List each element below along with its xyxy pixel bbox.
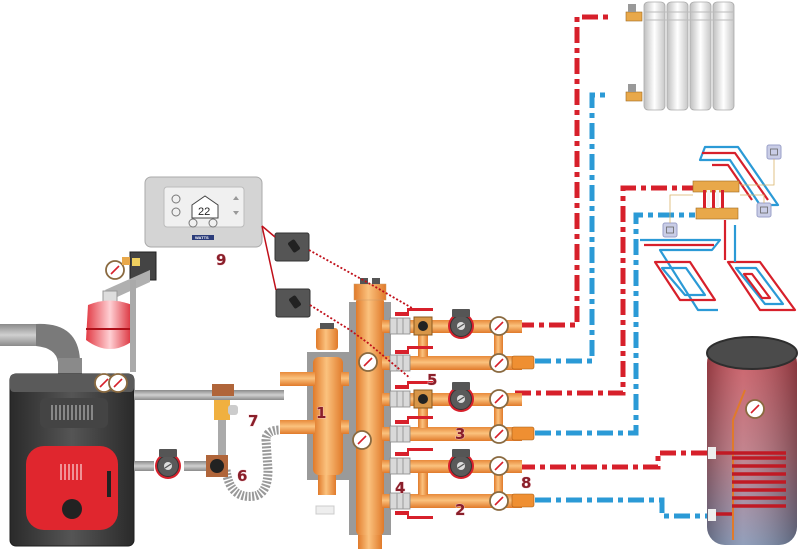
mixing-valves [413,316,433,409]
actuator-modules [274,232,311,318]
boiler [9,373,135,547]
underfloor-heating [640,145,797,312]
label-3: 3 [455,425,465,443]
supply-pipelines [515,14,710,470]
control-wiring [261,225,413,379]
room-sensor-icon [662,222,678,238]
label-9: 9 [216,251,226,269]
distribution-collector [349,278,391,549]
ufh-supply-line [515,185,695,396]
return-fittings [511,355,535,508]
cylinder-supply-line [519,450,710,470]
radiator-supply-line [518,14,610,328]
ball-valves [389,308,433,519]
label-2: 2 [455,501,465,519]
thermostat-brand: WATTS [195,235,209,240]
label-4: 4 [395,479,405,497]
expansion-vessel [86,251,157,372]
label-6: 6 [237,467,247,485]
label-7: 7 [248,412,258,430]
radiator-return-line [535,92,610,364]
return-pipelines [535,92,710,519]
circulation-pumps [447,308,475,480]
label-1: 1 [316,404,326,422]
boiler-pipes [134,384,284,501]
hot-water-cylinder [706,336,798,545]
room-thermostat: 22 WATTS [144,176,263,248]
label-8: 8 [521,474,531,492]
cylinder-return-line [535,497,710,519]
ufh-return-line [535,212,695,436]
radiator [625,1,735,111]
room-sensor-icon [766,144,782,160]
flue-pipe [0,323,82,374]
ufh-manifold [692,180,740,220]
thermostat-temperature: 22 [198,206,210,218]
room-sensor-icon [756,202,772,218]
label-5: 5 [427,371,437,389]
